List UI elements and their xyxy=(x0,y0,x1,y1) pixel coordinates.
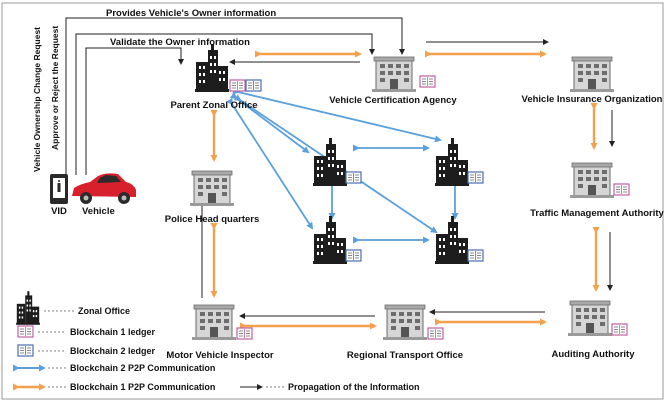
legend-blockchain1-ledger-label: Blockchain 1 ledger xyxy=(70,327,156,337)
auditing-authority-node: Auditing Authority xyxy=(551,300,635,360)
ledger1-icon xyxy=(611,323,628,336)
legend: Zonal Office Blockchain 1 ledger Blockch… xyxy=(13,291,420,392)
police-head-quarters-label: Police Head quarters xyxy=(165,214,260,225)
ownership-change-request-label: Vehicle Ownership Change Request xyxy=(32,27,42,172)
legend-blockchain1-p2p: Blockchain 1 P2P Communication xyxy=(13,382,215,392)
zonal-office-icon xyxy=(195,44,229,92)
government-building-icon xyxy=(371,56,417,93)
ledger1-icon xyxy=(613,183,630,196)
zonal-office-2 xyxy=(435,138,484,186)
ledger1-icon xyxy=(229,79,246,92)
vehicle-insurance-organization-label: Vehicle Insurance Organization xyxy=(522,94,663,105)
government-building-icon xyxy=(569,162,615,199)
vehicle-graphic: Vehicle xyxy=(72,173,136,217)
provides-owner-info-label: Provides Vehicle's Owner information xyxy=(106,8,276,19)
ledger2-icon xyxy=(345,171,362,184)
zonal-office-icon xyxy=(435,216,469,264)
zonal-office-3 xyxy=(313,216,362,264)
legend-blockchain2-ledger: Blockchain 2 ledger xyxy=(17,344,156,357)
government-building-icon xyxy=(191,304,237,341)
legend-zonal-office-label: Zonal Office xyxy=(78,306,130,316)
motor-vehicle-inspector-label: Motor Vehicle Inspector xyxy=(166,350,273,361)
vehicle-insurance-organization-node: Vehicle Insurance Organization xyxy=(522,56,663,105)
zonal-office-1 xyxy=(313,138,362,186)
vehicle-label: Vehicle xyxy=(82,206,115,217)
car-icon xyxy=(72,173,136,204)
zonal-office-icon xyxy=(313,138,347,186)
zonal-office-icon xyxy=(435,138,469,186)
legend-blockchain1-ledger: Blockchain 1 ledger xyxy=(17,325,156,338)
government-building-icon xyxy=(569,56,615,93)
ledger2-icon xyxy=(467,171,484,184)
blockchain1-p2p-links xyxy=(210,50,600,330)
legend-propagation: Propagation of the Information xyxy=(240,382,420,392)
legend-propagation-label: Propagation of the Information xyxy=(288,382,420,392)
ledger2-icon xyxy=(17,344,34,357)
regional-transport-office-node: Regional Transport Office xyxy=(347,304,463,361)
approve-or-reject-label: Approve or Reject the Request xyxy=(50,26,60,150)
legend-blockchain2-p2p: Blockchain 2 P2P Communication xyxy=(13,363,215,373)
ledger1-icon xyxy=(419,75,436,88)
auditing-authority-label: Auditing Authority xyxy=(551,349,635,360)
vid-label: VID xyxy=(51,206,67,217)
ledger1-icon xyxy=(17,325,34,338)
vehicle-certification-agency-label: Vehicle Certification Agency xyxy=(329,95,457,106)
vehicle-certification-agency-node: Vehicle Certification Agency xyxy=(329,56,457,106)
government-building-icon xyxy=(567,300,613,337)
ledger2-icon xyxy=(245,79,262,92)
vid-device: VID xyxy=(50,174,68,217)
government-building-icon xyxy=(382,304,428,341)
regional-transport-office-label: Regional Transport Office xyxy=(347,350,463,361)
police-head-quarters-node: Police Head quarters xyxy=(165,170,260,225)
legend-blockchain2-ledger-label: Blockchain 2 ledger xyxy=(70,346,156,356)
legend-zonal-office: Zonal Office xyxy=(16,291,130,325)
parent-zonal-office-node: Parent Zonal Office xyxy=(170,44,262,111)
validate-owner-info-label: Validate the Owner information xyxy=(110,37,250,48)
ledger2-icon xyxy=(345,249,362,262)
ledger1-icon xyxy=(236,327,253,340)
propagation-links xyxy=(199,39,615,319)
legend-blockchain2-p2p-label: Blockchain 2 P2P Communication xyxy=(70,363,215,373)
zonal-office-4 xyxy=(435,216,484,264)
zonal-office-icon xyxy=(313,216,347,264)
zonal-office-icon xyxy=(16,291,40,325)
ledger1-icon xyxy=(427,327,444,340)
traffic-management-authority-label: Traffic Management Authority xyxy=(530,208,664,219)
parent-zonal-office-label: Parent Zonal Office xyxy=(170,100,257,111)
traffic-management-authority-node: Traffic Management Authority xyxy=(530,162,665,219)
legend-blockchain1-p2p-label: Blockchain 1 P2P Communication xyxy=(70,382,215,392)
government-building-icon xyxy=(189,170,235,207)
request-flow-lines xyxy=(65,17,405,175)
ledger2-icon xyxy=(467,249,484,262)
motor-vehicle-inspector-node: Motor Vehicle Inspector xyxy=(166,304,274,361)
